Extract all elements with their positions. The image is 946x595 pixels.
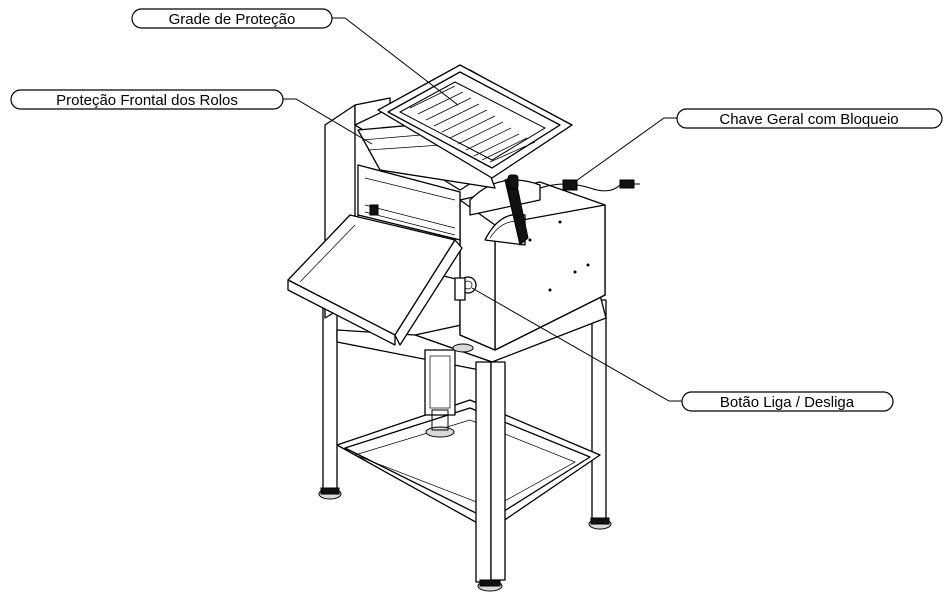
callout-pill	[681, 391, 894, 412]
leader-line	[471, 287, 682, 402]
callout-pill	[676, 108, 943, 129]
callout-protecao: Proteção Frontal dos Rolos	[10, 89, 373, 145]
callout-pill	[131, 8, 333, 29]
callout-botao: Botão Liga / Desliga	[471, 287, 894, 412]
machine-illustration	[287, 64, 640, 592]
leader-line	[332, 17, 459, 106]
leader-line	[283, 98, 373, 145]
callout-label-protecao: Proteção Frontal dos Rolos	[56, 92, 238, 109]
callout-label-botao: Botão Liga / Desliga	[720, 394, 855, 411]
stand	[318, 294, 612, 592]
callout-label-chave: Chave Geral com Bloqueio	[719, 111, 898, 128]
callout-chave: Chave Geral com Bloqueio	[575, 108, 943, 182]
feed-tray	[287, 214, 463, 346]
callout-grade: Grade de Proteção	[131, 8, 459, 106]
callout-pill	[10, 89, 284, 110]
callout-label-grade: Grade de Proteção	[169, 11, 296, 28]
protection-grid	[377, 64, 573, 179]
leader-line	[575, 117, 677, 182]
